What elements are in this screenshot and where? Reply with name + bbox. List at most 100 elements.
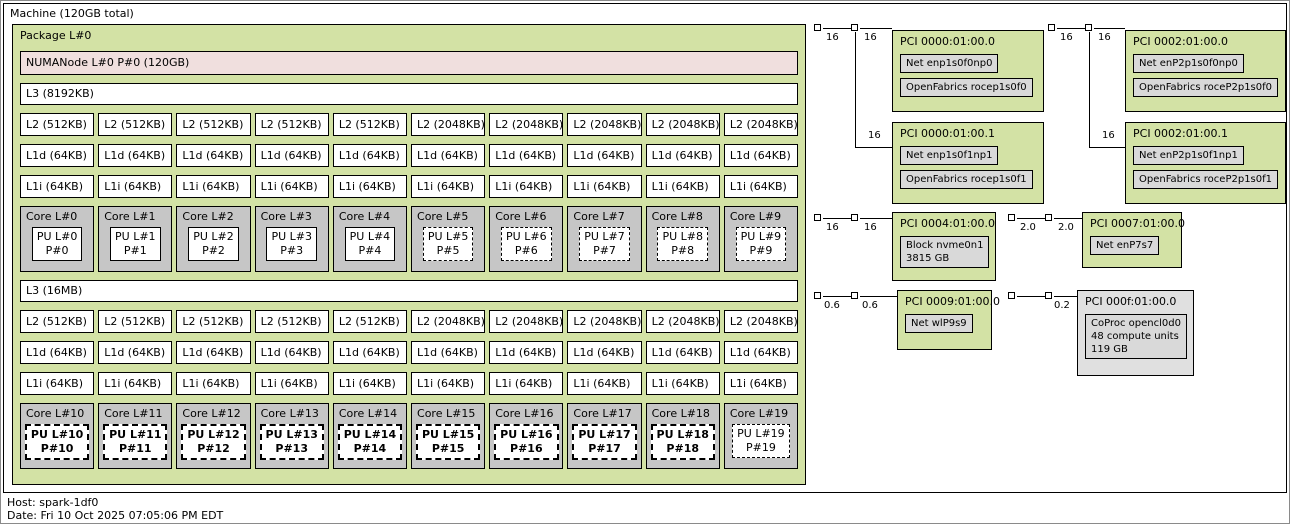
pci-link-line bbox=[1094, 28, 1125, 29]
net-device-box: Net enP7s7 bbox=[1090, 236, 1160, 255]
l1i-cache: L1i (64KB) bbox=[254, 372, 329, 395]
machine-box: Machine (120GB total) Package L#0 NUMANo… bbox=[3, 3, 1287, 493]
numanode-box: NUMANode L#0 P#0 (120GB) bbox=[20, 51, 798, 75]
pci-link-line bbox=[823, 218, 851, 219]
pu-label: PU L#5 bbox=[427, 230, 469, 243]
pci-link-line bbox=[1017, 296, 1045, 297]
pu-p-label: P#14 bbox=[353, 442, 387, 455]
pci-link-line bbox=[860, 28, 892, 29]
pci-link-speed: 0.6 bbox=[824, 300, 840, 311]
net-device-box: Net enP2p1s0f0np0 bbox=[1133, 54, 1244, 73]
pci-device-label: PCI 0000:01:00.1 bbox=[900, 127, 995, 140]
l1i-cache: L1i (64KB) bbox=[411, 175, 486, 198]
net-device-label: Net enp1s0f1np1 bbox=[906, 150, 993, 161]
core-label: Core L#18 bbox=[651, 407, 710, 420]
pci-link-speed: 16 bbox=[864, 222, 877, 233]
net-device-box: Net enp1s0f0np0 bbox=[900, 54, 999, 73]
pu-p-label: P#13 bbox=[275, 442, 308, 455]
l2-cache: L2 (2048KB) bbox=[489, 310, 564, 333]
l1d-cache: L1d (64KB) bbox=[254, 341, 329, 364]
pu-p-label: P#15 bbox=[431, 442, 465, 455]
pci-link-line bbox=[855, 147, 892, 148]
l1d-cache: L1d (64KB) bbox=[489, 144, 564, 167]
pu-label: PU L#15 bbox=[421, 428, 475, 441]
l2-cache: L2 (2048KB) bbox=[567, 310, 642, 333]
pci-bridge-square bbox=[1048, 24, 1055, 31]
pu-p-label: P#3 bbox=[280, 244, 304, 257]
pci-link-line bbox=[823, 296, 851, 297]
l1i-cache: L1i (64KB) bbox=[645, 175, 720, 198]
pu-p-label: P#7 bbox=[593, 244, 616, 257]
pci-bridge-square bbox=[851, 24, 858, 31]
pci-device-0009-01-00-0: PCI 0009:01:00.0 Net wlP9s9 bbox=[897, 290, 1000, 350]
package-label: Package L#0 bbox=[20, 29, 92, 42]
l1d-cache-row: L1d (64KB)L1d (64KB)L1d (64KB)L1d (64KB)… bbox=[20, 144, 799, 167]
l1d-cache: L1d (64KB) bbox=[411, 144, 486, 167]
pu-label: PU L#0 bbox=[36, 230, 78, 243]
core-label: Core L#5 bbox=[417, 210, 469, 223]
pci-device-0007-01-00-0: PCI 0007:01:00.0 Net enP7s7 bbox=[1082, 212, 1185, 268]
l2-cache: L2 (512KB) bbox=[98, 310, 173, 333]
core-label: Core L#19 bbox=[729, 407, 789, 420]
coproc-device-label: CoProc opencl0d0 bbox=[1091, 318, 1181, 329]
core-label: Core L#12 bbox=[182, 407, 241, 420]
l1i-cache-row: L1i (64KB)L1i (64KB)L1i (64KB)L1i (64KB)… bbox=[20, 372, 799, 395]
cache-core-group-1: L3 (16MB) L2 (512KB)L2 (512KB)L2 (512KB)… bbox=[20, 280, 799, 469]
coproc-device-box: CoProc opencl0d0 48 compute units 119 GB bbox=[1085, 314, 1187, 359]
pci-link-line bbox=[1089, 147, 1125, 148]
l1i-cache: L1i (64KB) bbox=[254, 175, 329, 198]
pu-p-label: P#19 bbox=[745, 441, 776, 454]
pci-bridge-square bbox=[814, 24, 821, 31]
block-device-label: Block nvme0n1 bbox=[906, 240, 984, 251]
block-device-box: Block nvme0n1 3815 GB bbox=[900, 236, 990, 268]
pu-label: PU L#2 bbox=[193, 230, 234, 243]
pu-p-label: P#6 bbox=[514, 244, 538, 257]
pu-p-label: P#17 bbox=[588, 442, 621, 455]
net-device-box: Net enP2p1s0f1np1 bbox=[1133, 146, 1244, 165]
core-label: Core L#6 bbox=[495, 210, 547, 223]
pci-bridge-square bbox=[814, 214, 821, 221]
pu-label: PU L#11 bbox=[109, 428, 162, 441]
openfabrics-device-box: OpenFabrics roceP2p1s0f0 bbox=[1133, 78, 1279, 97]
pu-p-label: P#1 bbox=[123, 244, 147, 257]
pu-p-label: P#18 bbox=[666, 442, 700, 455]
l2-cache: L2 (2048KB) bbox=[723, 310, 799, 333]
openfabrics-device-label: OpenFabrics rocep1s0f0 bbox=[906, 82, 1027, 93]
pci-link-speed: 2.0 bbox=[1020, 222, 1036, 233]
l1d-cache: L1d (64KB) bbox=[98, 341, 173, 364]
pci-link-line bbox=[1089, 32, 1090, 147]
l2-cache: L2 (512KB) bbox=[254, 310, 329, 333]
legend: Host: spark-1df0 Date: Fri 10 Oct 2025 0… bbox=[7, 496, 223, 522]
l2-cache-row: L2 (512KB)L2 (512KB)L2 (512KB)L2 (512KB)… bbox=[20, 310, 799, 333]
core-label: Core L#16 bbox=[495, 407, 554, 420]
pci-bridge-square bbox=[1085, 24, 1092, 31]
pu-label: PU L#16 bbox=[500, 428, 553, 441]
openfabrics-device-label: OpenFabrics roceP2p1s0f1 bbox=[1139, 174, 1273, 185]
l2-cache: L2 (512KB) bbox=[176, 310, 251, 333]
pu-label: PU L#6 bbox=[506, 230, 547, 243]
pci-link-speed: 16 bbox=[1060, 32, 1073, 43]
l2-cache: L2 (2048KB) bbox=[411, 113, 486, 136]
pci-device-label: PCI 0002:01:00.1 bbox=[1133, 127, 1228, 140]
pci-link-speed: 16 bbox=[1102, 130, 1115, 141]
block-device-size: 3815 GB bbox=[906, 253, 950, 264]
pci-device-label: PCI 0007:01:00.0 bbox=[1090, 217, 1185, 230]
pu-p-label: P#11 bbox=[119, 442, 152, 455]
pu-p-label: P#10 bbox=[40, 442, 74, 455]
pci-link-line bbox=[1057, 28, 1085, 29]
pu-label: PU L#7 bbox=[584, 230, 625, 243]
